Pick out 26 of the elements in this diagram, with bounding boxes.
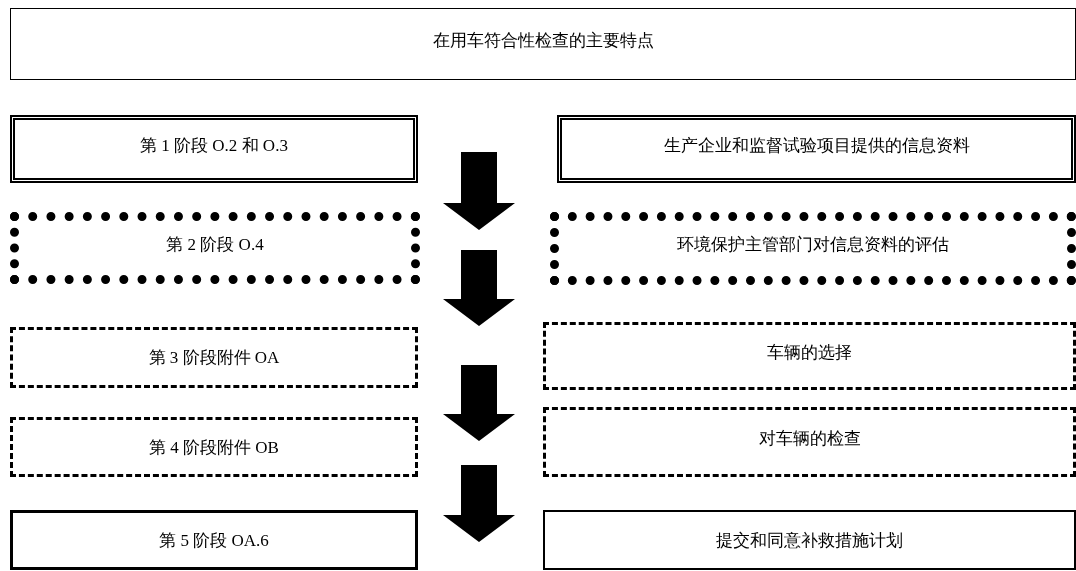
box-label: 生产企业和监督试验项目提供的信息资料 [663, 134, 970, 157]
block-arrow [443, 365, 515, 441]
block-arrow [443, 250, 515, 326]
process-box [10, 327, 418, 388]
box-label: 第 2 阶段 O.4 [166, 233, 264, 256]
box-label: 第 3 阶段附件 OA [148, 347, 280, 369]
box-label: 环境保护主管部门对信息资料的评估 [677, 234, 949, 256]
box-label: 车辆的选择 [767, 341, 852, 364]
process-box [10, 417, 418, 477]
title-box [10, 8, 1076, 80]
process-box [550, 212, 1076, 285]
process-box [543, 322, 1076, 390]
box-label: 第 1 阶段 O.2 和 O.3 [140, 134, 288, 157]
process-box [10, 510, 418, 570]
box-label: 第 4 阶段附件 OB [149, 436, 279, 459]
box-label: 提交和同意补救措施计划 [716, 529, 903, 552]
box-label: 第 5 阶段 OA.6 [159, 529, 269, 552]
box-label: 在用车符合性检查的主要特点 [432, 29, 654, 52]
block-arrow [443, 152, 515, 230]
process-box [10, 212, 420, 284]
process-box [557, 115, 1076, 183]
block-arrow [443, 465, 515, 542]
box-label: 对车辆的检查 [758, 427, 861, 450]
process-box [543, 407, 1076, 477]
process-box [10, 115, 418, 183]
process-box [543, 510, 1076, 570]
